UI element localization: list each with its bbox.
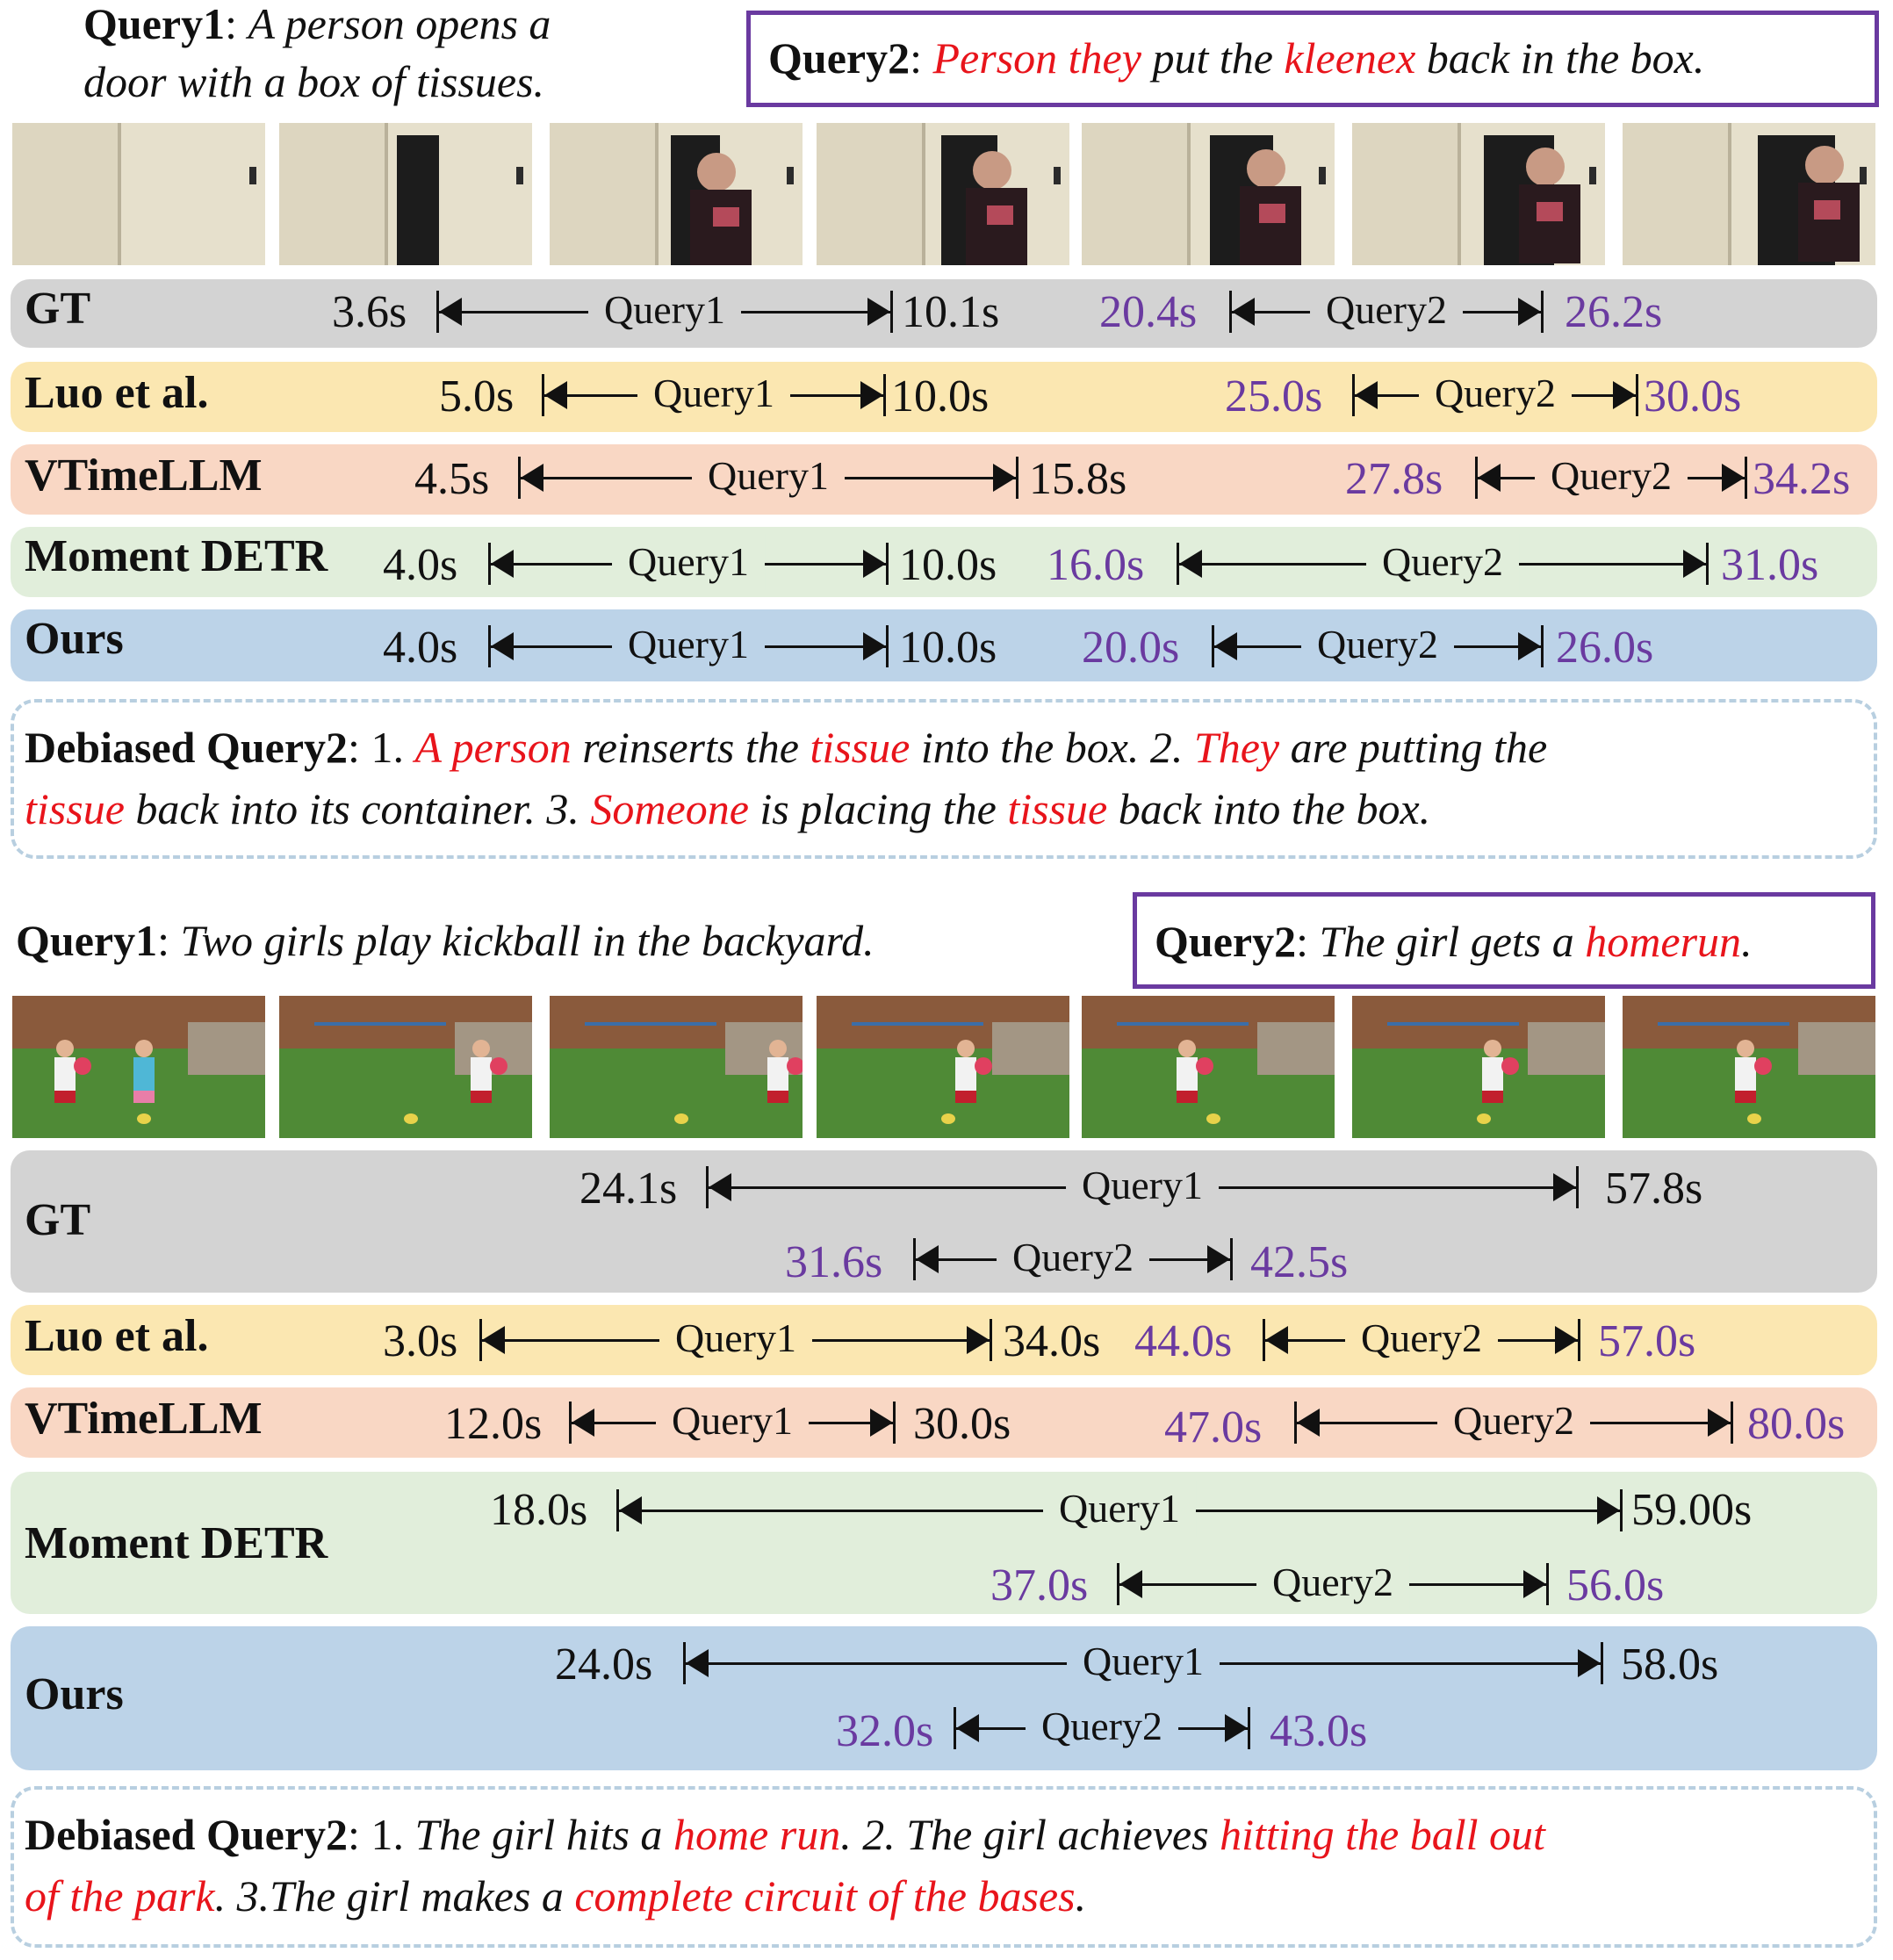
ex2-detr-q2-start: 37.0s [990, 1560, 1089, 1611]
ex2-detr-q1-end: 59.00s [1631, 1485, 1753, 1535]
ex1-video-frame [12, 123, 265, 265]
ex2-detr-q1-span: Query1 [616, 1481, 1623, 1537]
ex1-vtime-q2-end: 34.2s [1753, 454, 1851, 504]
ex2-luo-q1-end: 34.0s [1003, 1316, 1101, 1366]
ex2-luo-q2-start: 44.0s [1134, 1316, 1233, 1366]
ex1-ours-band [11, 609, 1877, 681]
ex2-video-frame [1082, 996, 1335, 1138]
ex2-vtime-q1-span: Query1 [569, 1393, 896, 1449]
ex1-row-label-detr: Moment DETR [25, 531, 328, 581]
ex2-video-frame [817, 996, 1069, 1138]
ex1-gt-q2-start: 20.4s [1099, 287, 1198, 337]
ex1-detr-q2-end: 31.0s [1721, 540, 1819, 590]
ex2-row-label-gt: GT [25, 1195, 91, 1245]
ex2-ours-q2-span: Query2 [954, 1698, 1250, 1755]
ex1-video-frame [1352, 123, 1605, 265]
ex1-luo-q2-end: 30.0s [1644, 371, 1742, 422]
ex1-row-label-luo: Luo et al. [25, 368, 209, 418]
ex2-row-label-vtime: VTimeLLM [25, 1394, 263, 1444]
ex1-video-frame [1623, 123, 1875, 265]
ex2-vtime-q2-span: Query2 [1294, 1393, 1733, 1449]
ex1-debiased-line2: tissue back into its container. 3. Someo… [25, 784, 1431, 833]
ex2-video-frame [12, 996, 265, 1138]
ex1-luo-q2-start: 25.0s [1225, 371, 1323, 422]
ex1-video-frame [279, 123, 532, 265]
ex2-gt-q1-span: Query1 [706, 1157, 1579, 1214]
ex2-vtime-q2-end: 80.0s [1747, 1399, 1846, 1449]
ex1-luo-q1-span: Query1 [542, 365, 886, 422]
ex1-debiased-line1: Debiased Query2: 1. A person reinserts t… [25, 723, 1548, 772]
ex2-luo-q2-span: Query2 [1263, 1310, 1580, 1366]
ex1-vtime-q1-end: 15.8s [1029, 454, 1127, 504]
ex2-query1-text: Query1: Two girls play kickball in the b… [16, 916, 875, 965]
ex1-vtime-q1-span: Query1 [518, 448, 1018, 504]
ex1-gt-q1-span: Query1 [436, 282, 893, 338]
ex2-vtime-q1-end: 30.0s [913, 1399, 1011, 1449]
ex2-vtime-q1-start: 12.0s [444, 1399, 543, 1449]
ex2-ours-q2-start: 32.0s [836, 1706, 934, 1756]
ex1-detr-q2-start: 16.0s [1047, 540, 1145, 590]
ex2-luo-q1-start: 3.0s [383, 1316, 458, 1366]
ex2-gt-q2-start: 31.6s [785, 1237, 883, 1287]
ex2-row-label-luo: Luo et al. [25, 1311, 209, 1361]
ex2-ours-q1-end: 58.0s [1621, 1639, 1719, 1690]
ex2-ours-q1-start: 24.0s [555, 1639, 653, 1690]
ex1-ours-q1-start: 4.0s [383, 623, 458, 673]
ex1-gt-band [11, 279, 1877, 348]
ex2-row-label-detr: Moment DETR [25, 1518, 328, 1568]
ex1-vtime-q2-span: Query2 [1475, 448, 1747, 504]
ex2-video-frame [550, 996, 803, 1138]
ex1-query1-text: Query1: A person opens a [83, 0, 551, 48]
ex1-ours-q2-end: 26.0s [1556, 623, 1654, 673]
ex2-luo-q1-span: Query1 [479, 1310, 992, 1366]
ex1-row-label-vtime: VTimeLLM [25, 450, 263, 501]
ex2-gt-q2-span: Query2 [913, 1229, 1233, 1286]
ex1-gt-q2-span: Query2 [1229, 282, 1544, 338]
ex1-vtime-q1-start: 4.5s [414, 454, 490, 504]
ex2-detr-q1-start: 18.0s [490, 1485, 588, 1535]
ex2-row-label-ours: Ours [25, 1669, 124, 1719]
ex1-vtime-q2-start: 27.8s [1345, 454, 1443, 504]
ex1-ours-q2-start: 20.0s [1082, 623, 1180, 673]
ex1-gt-q1-end: 10.1s [902, 287, 1000, 337]
ex2-gt-q2-end: 42.5s [1250, 1237, 1349, 1287]
ex1-video-frame [1082, 123, 1335, 265]
ex1-ours-q1-span: Query1 [488, 616, 889, 673]
ex1-ours-q2-span: Query2 [1212, 616, 1544, 673]
ex2-detr-q2-end: 56.0s [1566, 1560, 1665, 1611]
ex1-luo-q1-end: 10.0s [891, 371, 990, 422]
ex1-luo-q2-span: Query2 [1352, 365, 1638, 422]
ex1-ours-q1-end: 10.0s [899, 623, 997, 673]
ex2-debiased-box [11, 1786, 1877, 1948]
ex1-gt-q2-end: 26.2s [1565, 287, 1663, 337]
ex1-query2-box: Query2: Person they put the kleenex back… [746, 11, 1879, 107]
ex2-video-frame [1352, 996, 1605, 1138]
ex1-gt-q1-start: 3.6s [332, 287, 407, 337]
ex1-detr-q1-span: Query1 [488, 534, 889, 590]
ex1-luo-q1-start: 5.0s [439, 371, 515, 422]
ex1-detr-q1-start: 4.0s [383, 540, 458, 590]
ex2-query2-box: Query2: The girl gets a homerun. [1133, 892, 1875, 989]
ex1-detr-q1-end: 10.0s [899, 540, 997, 590]
ex2-detr-q2-span: Query2 [1117, 1554, 1549, 1611]
ex1-detr-q2-span: Query2 [1177, 534, 1709, 590]
ex2-gt-q1-end: 57.8s [1605, 1164, 1703, 1214]
ex2-video-frame [279, 996, 532, 1138]
ex2-debiased-line1: Debiased Query2: 1. The girl hits a home… [25, 1810, 1545, 1859]
ex2-vtime-q2-start: 47.0s [1164, 1402, 1263, 1452]
ex2-ours-q1-span: Query1 [683, 1633, 1603, 1690]
ex1-video-frame [550, 123, 803, 265]
ex2-debiased-line2: of the park. 3.The girl makes a complete… [25, 1871, 1087, 1920]
ex1-query1-text-line2: door with a box of tissues. [83, 57, 545, 106]
ex1-debiased-box [11, 699, 1877, 859]
ex2-video-frame [1623, 996, 1875, 1138]
ex1-row-label-gt: GT [25, 284, 91, 334]
ex1-video-frame [817, 123, 1069, 265]
ex1-row-label-ours: Ours [25, 614, 124, 664]
ex2-ours-q2-end: 43.0s [1270, 1706, 1368, 1756]
ex2-luo-q2-end: 57.0s [1598, 1316, 1696, 1366]
ex2-gt-q1-start: 24.1s [579, 1164, 678, 1214]
